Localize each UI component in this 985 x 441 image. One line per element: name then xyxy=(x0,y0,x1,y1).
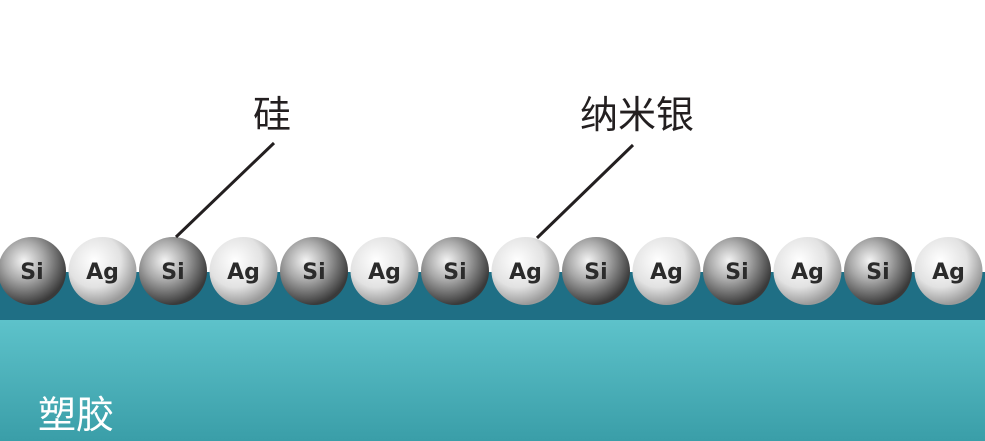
nano-silver-leader-line xyxy=(537,145,633,238)
sphere-label: Ag xyxy=(650,260,683,285)
sphere-label: Si xyxy=(302,260,325,285)
sphere-label: Ag xyxy=(227,260,260,285)
ag-sphere: Ag xyxy=(351,237,419,305)
si-sphere: Si xyxy=(844,237,912,305)
ag-sphere: Ag xyxy=(492,237,560,305)
ag-sphere: Ag xyxy=(915,237,983,305)
substrate-layer xyxy=(0,318,985,441)
ag-sphere: Ag xyxy=(210,237,278,305)
ag-sphere: Ag xyxy=(69,237,137,305)
silicon-leader-line xyxy=(176,143,274,237)
si-sphere: Si xyxy=(0,237,66,305)
ag-sphere: Ag xyxy=(633,237,701,305)
sphere-label: Ag xyxy=(368,260,401,285)
ag-sphere: Ag xyxy=(774,237,842,305)
si-sphere: Si xyxy=(562,237,630,305)
sphere-label: Ag xyxy=(932,260,965,285)
sphere-label: Si xyxy=(725,260,748,285)
sphere-label: Si xyxy=(866,260,889,285)
nano-silver-label: 纳米银 xyxy=(580,93,694,137)
si-sphere: Si xyxy=(703,237,771,305)
si-sphere: Si xyxy=(280,237,348,305)
sphere-label: Ag xyxy=(791,260,824,285)
sphere-label: Ag xyxy=(86,260,119,285)
silicon-label: 硅 xyxy=(253,93,291,137)
si-sphere: Si xyxy=(139,237,207,305)
sphere-label: Si xyxy=(584,260,607,285)
sphere-label: Si xyxy=(443,260,466,285)
sphere-label: Si xyxy=(20,260,43,285)
substrate-label: 塑胶 xyxy=(38,393,114,437)
si-sphere: Si xyxy=(421,237,489,305)
sphere-label: Ag xyxy=(509,260,542,285)
sphere-label: Si xyxy=(161,260,184,285)
